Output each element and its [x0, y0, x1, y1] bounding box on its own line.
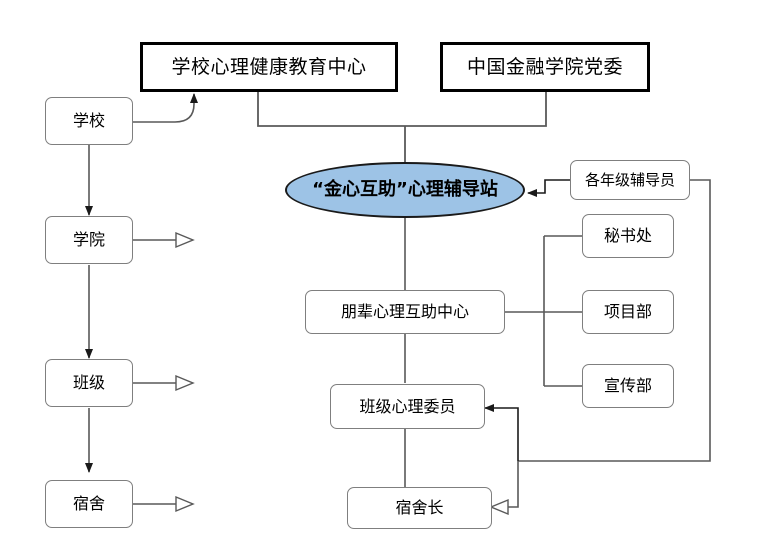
- node-school[interactable]: 学校: [45, 97, 133, 145]
- node-peer-psych-center[interactable]: 朋辈心理互助中心: [305, 290, 505, 334]
- node-dorm[interactable]: 宿舍: [45, 480, 133, 528]
- node-dorm-leader[interactable]: 宿舍长: [347, 487, 492, 529]
- node-party-committee[interactable]: 中国金融学院党委: [440, 42, 650, 92]
- node-school-psych-center-label: 学校心理健康教育中心: [171, 55, 367, 78]
- node-publicity-department[interactable]: 宣传部: [582, 364, 674, 408]
- node-class-psych-officer[interactable]: 班级心理委员: [330, 384, 485, 429]
- node-secretariat[interactable]: 秘书处: [582, 214, 674, 258]
- node-dorm-label: 宿舍: [72, 494, 105, 514]
- edge-counselors-to-station: [527, 179, 570, 197]
- node-school-label: 学校: [72, 111, 105, 131]
- edge-school-to-center: [133, 93, 198, 123]
- node-class-label: 班级: [72, 373, 105, 393]
- node-peer-psych-center-label: 朋辈心理互助中心: [340, 302, 469, 322]
- node-project-department[interactable]: 项目部: [582, 290, 674, 334]
- node-dorm-leader-label: 宿舍长: [395, 498, 444, 518]
- node-psych-counseling-station[interactable]: “金心互助”心理辅导站: [285, 162, 525, 218]
- node-college[interactable]: 学院: [45, 216, 133, 264]
- node-publicity-department-label: 宣传部: [603, 376, 652, 396]
- node-project-department-label: 项目部: [603, 302, 652, 322]
- edge-counselors-to-class-officer: [484, 404, 519, 461]
- edge-counselors-to-dorm-leader: [492, 461, 519, 507]
- node-college-label: 学院: [72, 230, 105, 250]
- node-grade-counselors[interactable]: 各年级辅导员: [570, 160, 690, 200]
- node-class[interactable]: 班级: [45, 359, 133, 407]
- node-class-psych-officer-label: 班级心理委员: [359, 396, 456, 416]
- node-school-psych-center[interactable]: 学校心理健康教育中心: [140, 42, 398, 92]
- node-secretariat-label: 秘书处: [603, 226, 652, 246]
- node-psych-counseling-station-label: “金心互助”心理辅导站: [312, 179, 498, 201]
- edge-top-bracket: [257, 92, 547, 162]
- node-grade-counselors-label: 各年级辅导员: [584, 170, 675, 189]
- node-party-committee-label: 中国金融学院党委: [466, 55, 623, 78]
